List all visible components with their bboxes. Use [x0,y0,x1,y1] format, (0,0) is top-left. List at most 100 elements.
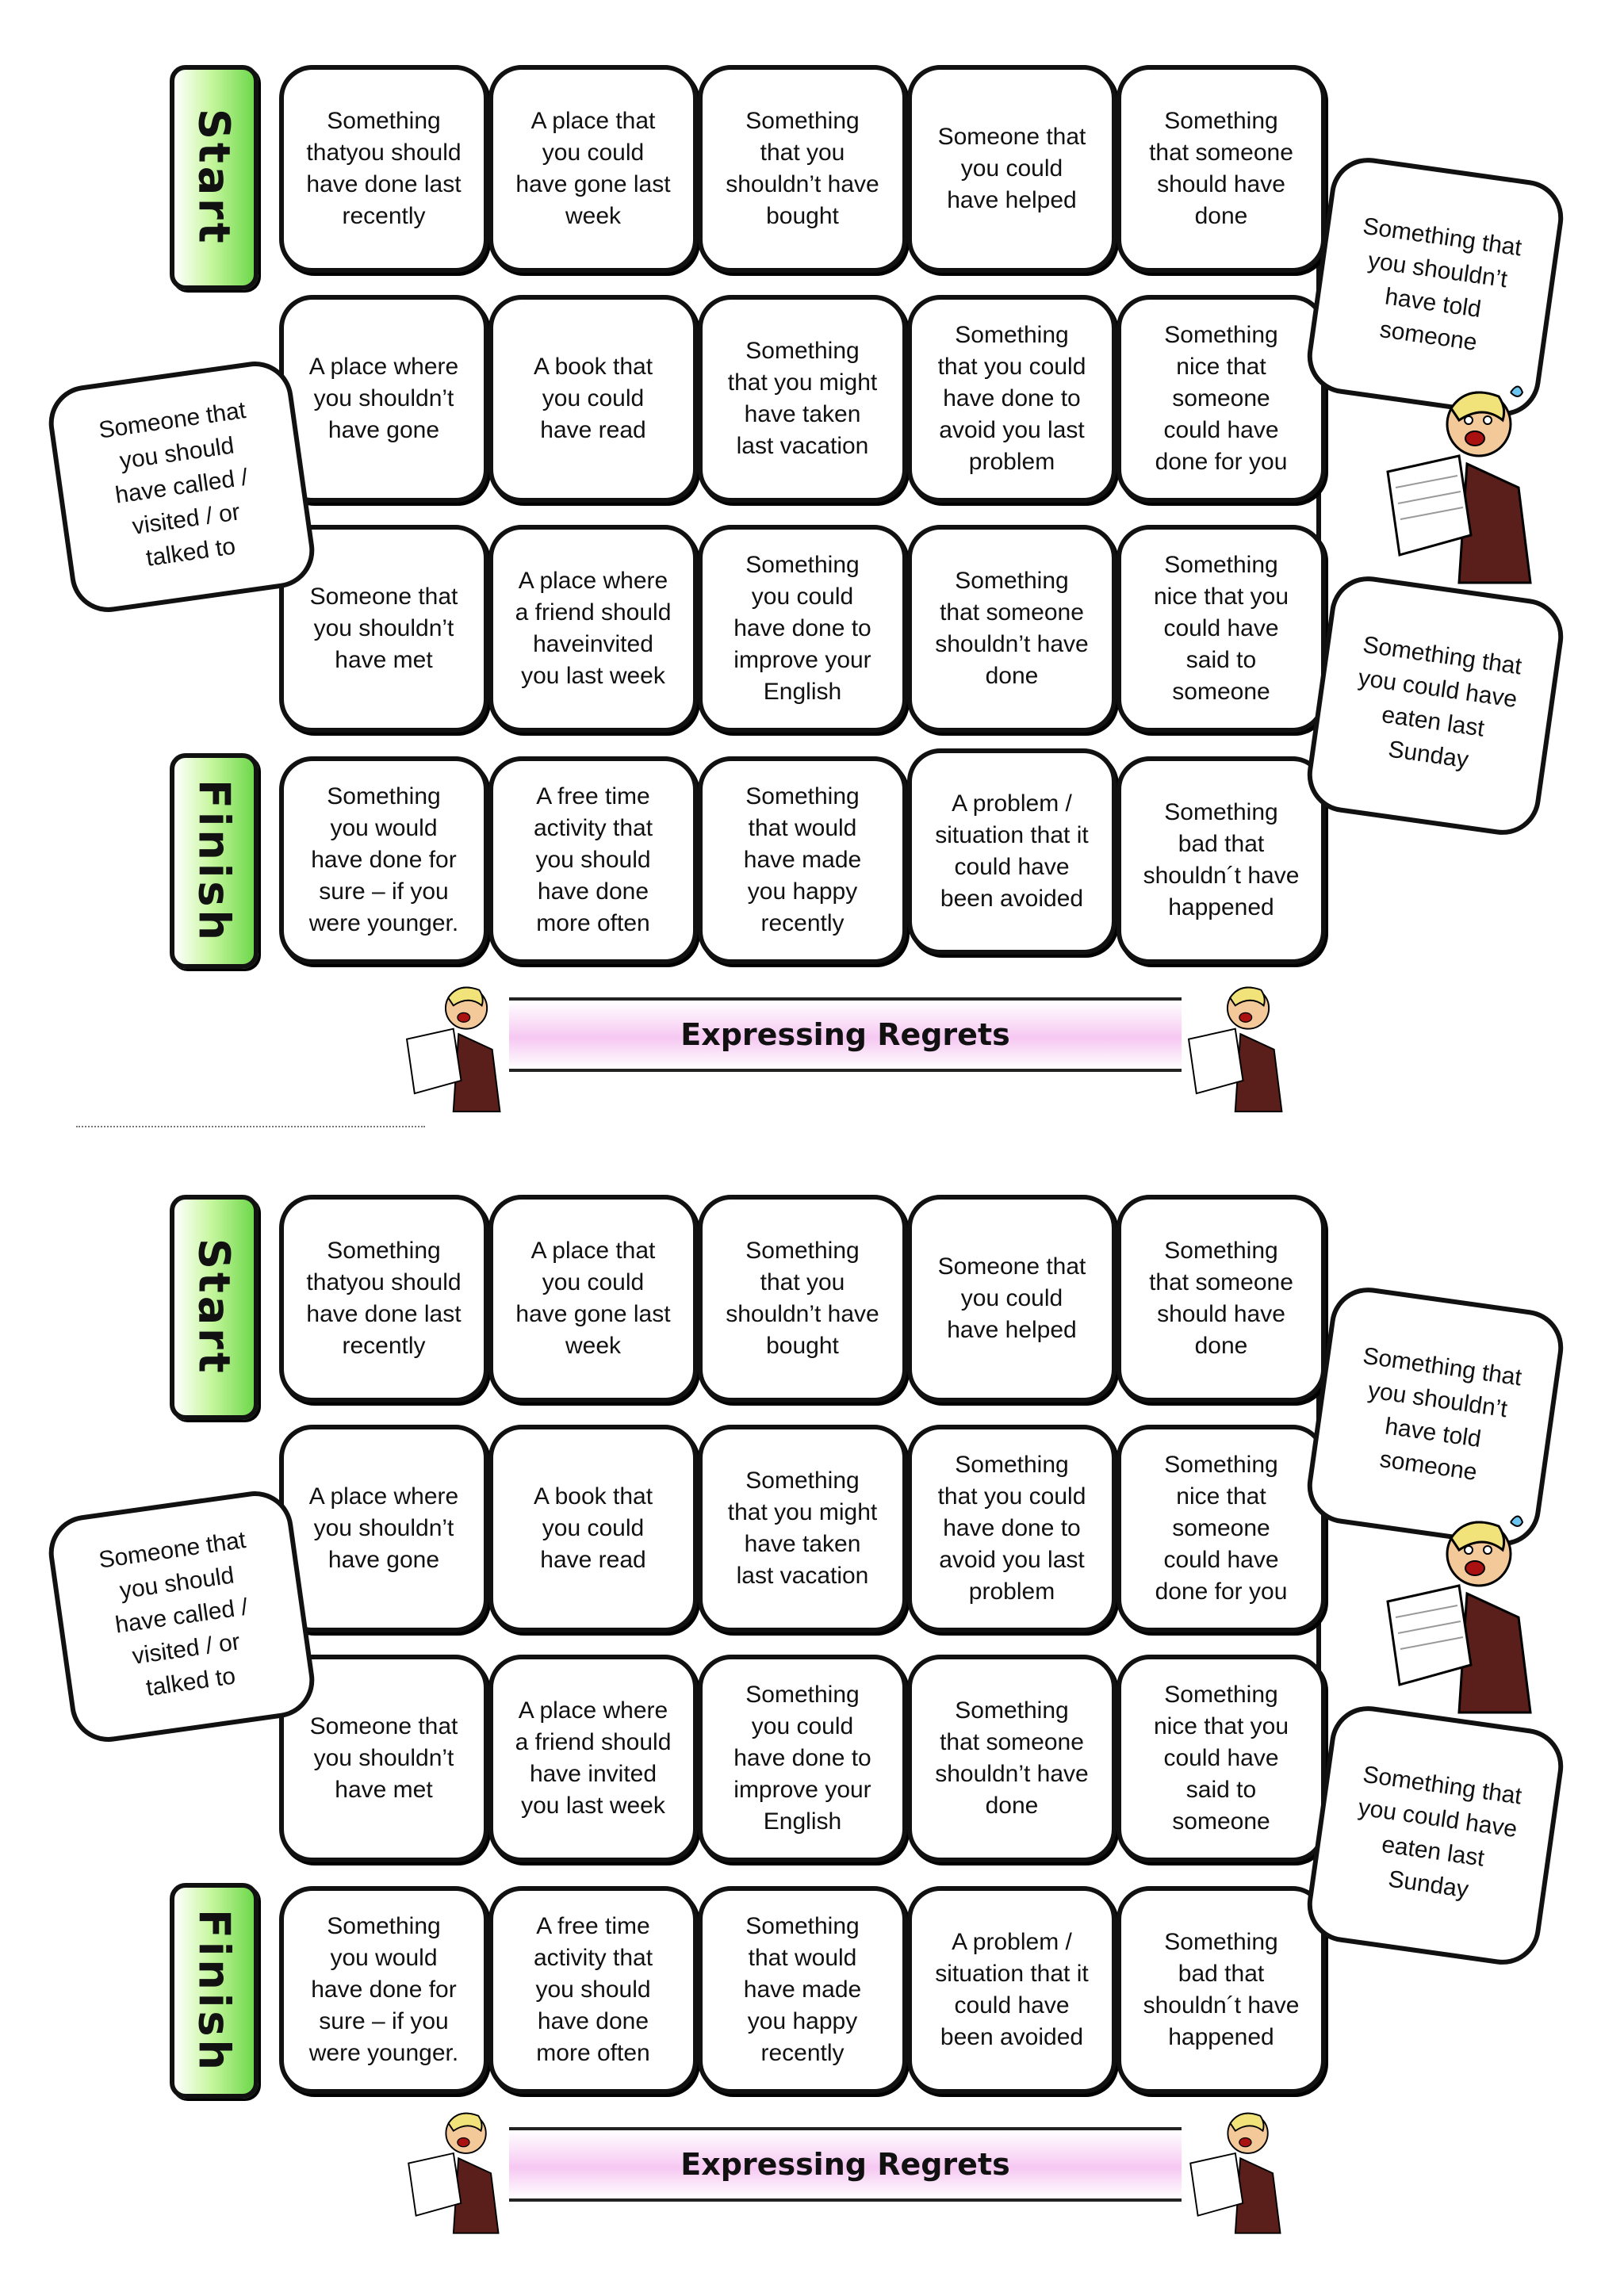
square-text: Something that you might have taken last… [727,1468,878,1589]
square-text: Someone that you could have helped [937,124,1086,213]
square-text: Something that would have made you happy… [743,1913,862,2066]
board-square: Something nice that you could have said … [1116,525,1326,733]
title-banner: Expressing Regrets [509,997,1182,1072]
board-square: Something bad that shouldn´t have happen… [1116,1886,1326,2094]
board-square: A place where a friend should have invit… [488,1655,698,1862]
square-text: Something bad that shouldn´t have happen… [1143,1929,1300,2050]
board-square: Something that you could have done to av… [907,295,1116,503]
board-square: Someone that you could have helped [907,1195,1116,1402]
bubble-right-bottom: Something that you could have eaten last… [1302,1701,1568,1970]
worried-man-reading-icon [1386,1515,1532,1714]
square-text: Something you would have done for sure –… [308,783,459,936]
square-text: Something nice that someone could have d… [1155,322,1288,475]
board-square: Something that would have made you happy… [698,1886,907,2094]
board-square: Something you could have done to improve… [698,525,907,733]
square-text: Something nice that you could have said … [1153,552,1289,705]
square-text: A place where a friend should have invit… [515,1697,672,1819]
board-square: Something that you shouldn’t have bought [698,65,907,273]
board-square: Something you would have done for sure –… [279,1886,488,2094]
worried-man-reading-icon [405,986,501,1112]
game-board-1: Start Finish Something thatyou should ha… [0,0,1624,1112]
square-text: Something you would have done for sure –… [308,1913,459,2066]
board-square: A book that you could have read [488,1425,698,1632]
square-text: A place that you could have gone last we… [515,1238,671,1359]
square-text: Something bad that shouldn´t have happen… [1143,799,1300,920]
board-square: Something that someone should have done [1116,65,1326,273]
board-square: A place that you could have gone last we… [488,1195,698,1402]
worried-man-reading-icon [1189,2112,1281,2234]
board-square: A problem / situation that it could have… [907,748,1116,955]
square-text: A place where a friend should haveinvite… [515,568,672,689]
square-text: A book that you could have read [533,1483,653,1573]
square-text: Something that you shouldn’t have bought [726,108,879,229]
square-text: A free time activity that you should hav… [533,1913,653,2066]
bubble-left: Someone that you should have called / vi… [44,356,320,618]
start-label-text: Start [189,1238,239,1376]
finish-label: Finish [170,1883,259,2099]
board-square: Something that someone shouldn’t have do… [907,1655,1116,1862]
square-text: Something that you might have taken last… [727,338,878,459]
square-text: Something that you could have done to av… [937,322,1086,475]
board-square: A problem / situation that it could have… [907,1886,1116,2094]
square-text: Something thatyou should have done last … [306,108,462,229]
cut-line [76,1126,425,1127]
board-square: A free time activity that you should hav… [488,1886,698,2094]
board-square: Someone that you could have helped [907,65,1116,273]
board-square: Someone that you shouldn’t have met [279,1655,488,1862]
board-square: A place that you could have gone last we… [488,65,698,273]
board-square: Something that someone should have done [1116,1195,1326,1402]
game-board-2: Start Finish Something thatyou should ha… [0,1130,1624,2240]
board-square: Something you could have done to improve… [698,1655,907,1862]
worried-man-reading-icon [408,2112,500,2234]
start-label-text: Start [189,109,239,247]
finish-label-text: Finish [189,1908,239,2073]
board-square: Something that you might have taken last… [698,1425,907,1632]
square-text: Someone that you could have helped [937,1253,1086,1343]
square-text: Something nice that you could have said … [1153,1682,1289,1835]
board-square: A free time activity that you should hav… [488,756,698,964]
bubble-right-top-text: Something that you shouldn’t have told s… [1361,1342,1524,1486]
square-text: A book that you could have read [533,354,653,443]
board-square: Something that you could have done to av… [907,1425,1116,1632]
board-square: Something you would have done for sure –… [279,756,488,964]
square-text: Someone that you shouldn’t have met [309,584,458,673]
square-text: A free time activity that you should hav… [533,783,653,936]
board-square: A place where a friend should haveinvite… [488,525,698,733]
square-text: Something that you shouldn’t have bought [726,1238,879,1359]
square-text: Something that someone should have done [1149,1238,1293,1359]
board-square: Something that you might have taken last… [698,295,907,503]
board-square: Something that you shouldn’t have bought [698,1195,907,1402]
board-square: Something that would have made you happy… [698,756,907,964]
bubble-right-bottom-text: Something that you could have eaten last… [1356,1761,1524,1904]
square-text: A place where you shouldn’t have gone [308,354,459,443]
square-text: Something that someone should have done [1149,108,1293,229]
finish-label: Finish [170,753,259,969]
bubble-left-text: Someone that you should have called / vi… [97,1526,250,1701]
bubble-left: Someone that you should have called / vi… [44,1486,320,1747]
board-square: Something nice that someone could have d… [1116,1425,1326,1632]
bubble-right-top-text: Something that you shouldn’t have told s… [1361,212,1524,356]
board-square: A book that you could have read [488,295,698,503]
square-text: Something you could have done to improve… [733,1682,871,1835]
board-square: A place where you shouldn’t have gone [279,1425,488,1632]
board-square: A place where you shouldn’t have gone [279,295,488,503]
page-title: Expressing Regrets [680,1017,1010,1052]
board-square: Something bad that shouldn´t have happen… [1116,756,1326,964]
start-label: Start [170,65,259,290]
worried-man-reading-icon [1187,986,1283,1112]
start-label: Start [170,1195,259,1420]
board-square: Something thatyou should have done last … [279,1195,488,1402]
square-text: Something that you could have done to av… [937,1452,1086,1605]
board-square: Someone that you shouldn’t have met [279,525,488,733]
square-text: A place that you could have gone last we… [515,108,671,229]
bubble-right-bottom-text: Something that you could have eaten last… [1356,631,1524,774]
finish-label-text: Finish [189,779,239,943]
board-square: Something that someone shouldn’t have do… [907,525,1116,733]
square-text: A problem / situation that it could have… [935,790,1089,912]
board-square: Something nice that someone could have d… [1116,295,1326,503]
page-title: Expressing Regrets [680,2147,1010,2182]
square-text: A place where you shouldn’t have gone [308,1483,459,1573]
square-text: Something that someone shouldn’t have do… [935,568,1089,689]
worried-man-reading-icon [1386,385,1532,584]
board-square: Something nice that you could have said … [1116,1655,1326,1862]
